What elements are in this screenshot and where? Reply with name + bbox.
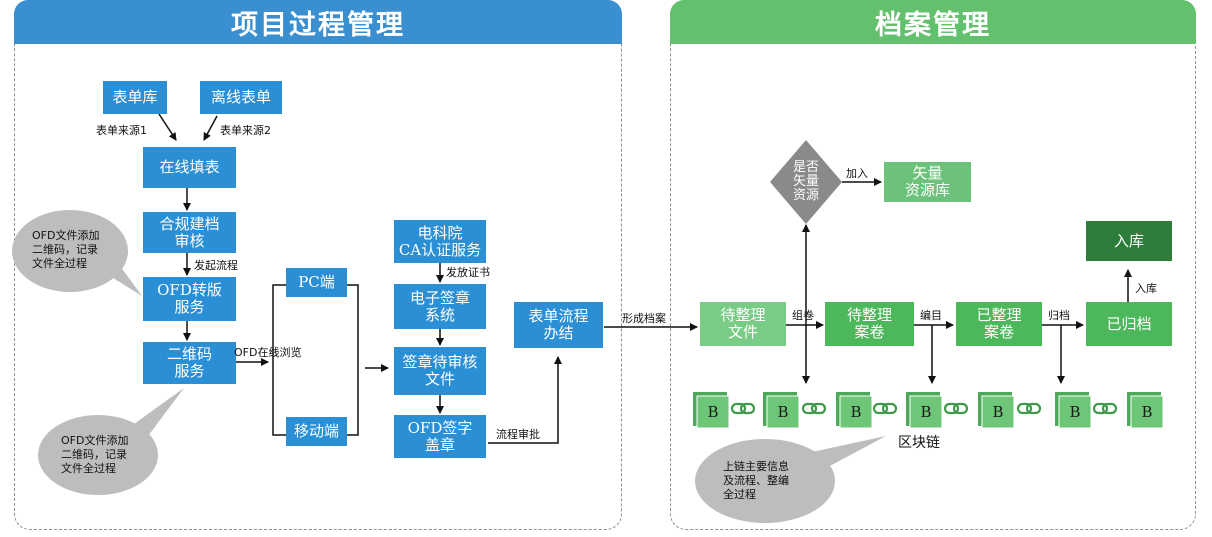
- block-letter: B: [777, 403, 789, 421]
- decision-diamond: [770, 140, 842, 224]
- label-group-volume: 组卷: [792, 309, 814, 322]
- block-3: [836, 392, 873, 429]
- chain-link-icon: [872, 402, 898, 415]
- node-storage: 入库: [1086, 221, 1172, 261]
- blockchain-blocks: [693, 392, 1164, 429]
- chain-link-icon: [943, 402, 969, 415]
- node-form-done: 表单流程 办结: [514, 302, 603, 348]
- chain-link-icon: [1092, 402, 1118, 415]
- callout-chain-bubble: [695, 436, 886, 523]
- callout-chain-text: 上链主要信息 及流程、整编 全过程: [723, 460, 789, 501]
- chain-link-icon: [730, 402, 756, 415]
- archive-title: 档案管理: [670, 0, 1196, 44]
- node-ofd-convert: OFD转版 服务: [143, 277, 236, 321]
- node-pending-volume: 待整理 案卷: [825, 302, 914, 346]
- node-compliance-review: 合规建档 审核: [143, 212, 236, 253]
- label-start-flow: 发起流程: [194, 259, 238, 272]
- node-qrcode-service: 二维码 服务: [143, 342, 236, 384]
- callout-top-text: OFD文件添加 二维码，记录 文件全过程: [32, 229, 100, 270]
- node-done-volume: 已整理 案卷: [956, 302, 1042, 346]
- callout-bottom-bubble: [38, 388, 184, 495]
- node-mobile-end: 移动端: [286, 417, 347, 446]
- block-letter: B: [1069, 403, 1081, 421]
- label-archive-op: 归档: [1048, 309, 1070, 322]
- node-online-fill: 在线填表: [143, 147, 236, 188]
- block-letter: B: [992, 403, 1004, 421]
- label-issue-cert: 发放证书: [446, 266, 490, 279]
- block-6: [1055, 392, 1092, 429]
- label-form-archive: 形成档案: [622, 312, 666, 325]
- block-letter: B: [850, 403, 862, 421]
- label-add: 加入: [846, 167, 868, 180]
- block-letter: B: [707, 403, 719, 421]
- node-pending-file: 待整理 文件: [700, 302, 786, 346]
- node-ca-service: 电科院 CA认证服务: [394, 220, 486, 263]
- chain-link-icon: [1016, 402, 1042, 415]
- project-title: 项目过程管理: [14, 0, 622, 44]
- node-archived: 已归档: [1086, 302, 1172, 346]
- label-store: 入库: [1135, 282, 1157, 295]
- node-vector-lib: 矢量 资源库: [884, 162, 971, 202]
- block-letter: B: [920, 403, 932, 421]
- label-ofd-browse: OFD在线浏览: [234, 346, 302, 359]
- label-source2: 表单来源2: [220, 124, 271, 137]
- node-offline-form: 离线表单: [200, 81, 282, 114]
- chain-link-icons: [730, 402, 1118, 415]
- block-1: [693, 392, 730, 429]
- node-form-library: 表单库: [103, 81, 167, 114]
- block-7: [1127, 392, 1164, 429]
- label-catalog: 编目: [920, 309, 942, 322]
- node-is-vector: 是否 矢量 资源: [792, 160, 819, 203]
- block-5: [978, 392, 1015, 429]
- callout-top-bubble: [12, 210, 142, 296]
- node-ofd-sign: OFD签字 盖章: [394, 415, 486, 458]
- chain-link-icon: [801, 402, 827, 415]
- block-4: [906, 392, 943, 429]
- label-flow-approve: 流程审批: [496, 428, 540, 441]
- node-e-signature: 电子签章 系统: [394, 284, 486, 329]
- callout-bottom-text: OFD文件添加 二维码，记录 文件全过程: [61, 434, 129, 475]
- blockchain-label: 区块链: [898, 435, 940, 451]
- node-sign-review-file: 签章待审核 文件: [394, 347, 486, 395]
- block-letter: B: [1141, 403, 1153, 421]
- node-pc-end: PC端: [286, 268, 347, 297]
- block-2: [763, 392, 800, 429]
- label-source1: 表单来源1: [96, 124, 147, 137]
